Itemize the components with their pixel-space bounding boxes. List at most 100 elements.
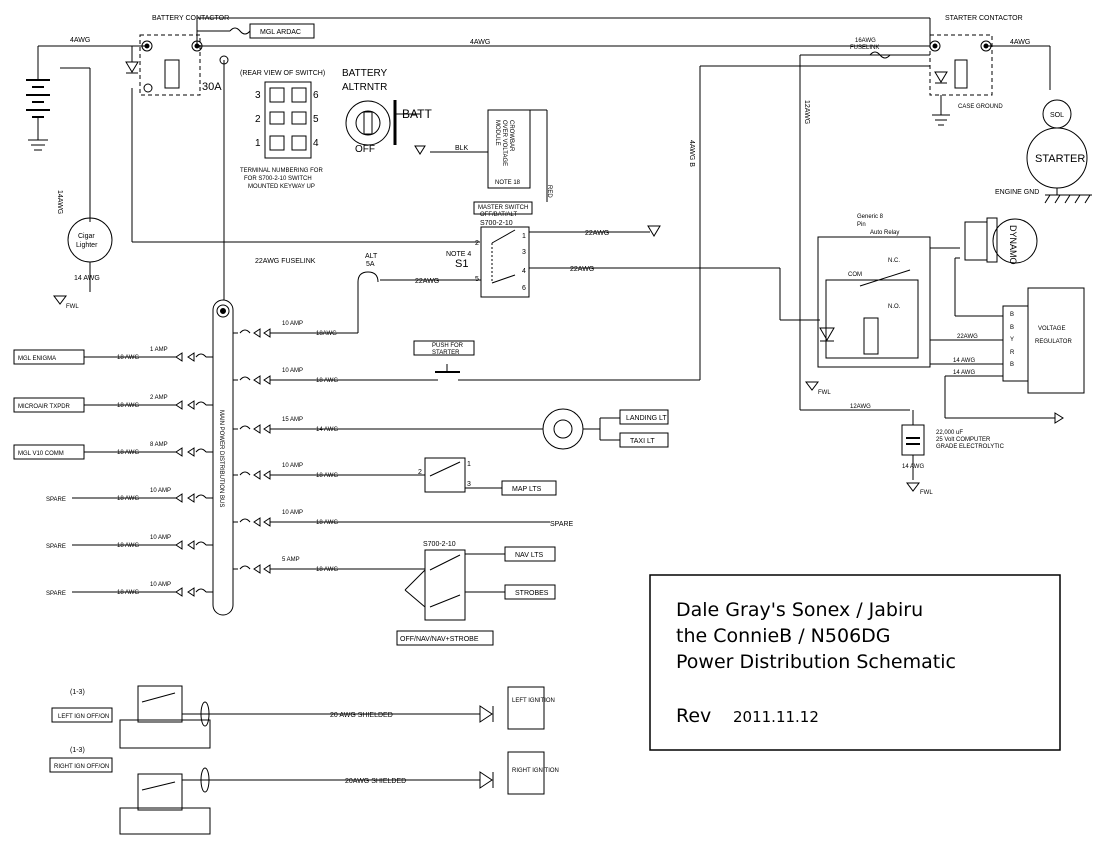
push-starter-1: PUSH FOR <box>432 343 464 349</box>
strobes-box <box>504 584 556 600</box>
right-amp-label: 10 AMP <box>282 463 303 469</box>
left-ign-switch <box>119 685 480 749</box>
taxi-lt-box <box>619 432 669 448</box>
vr-14awg-b: 14 AWG <box>953 370 975 376</box>
left-ign-box <box>51 707 113 723</box>
relay-coil <box>863 317 879 355</box>
breaker-icon <box>253 424 271 434</box>
nav-part: S700-2-10 <box>423 541 456 548</box>
breaker-icon <box>253 470 271 480</box>
left-wire-label: 18 AWG <box>117 543 139 549</box>
capacitor <box>901 424 925 456</box>
blk-wire: BLK <box>455 145 469 152</box>
vr-14awg-a: 14 AWG <box>953 358 975 364</box>
breaker-icon <box>175 587 195 597</box>
left-ignition-box <box>507 686 545 730</box>
batt-label: BATT <box>402 107 432 121</box>
altrntr-label: ALTRNTR <box>342 82 387 93</box>
auto-relay <box>817 236 931 368</box>
left-amp-label: 8 AMP <box>150 442 168 448</box>
nav-lts-box <box>504 546 556 562</box>
starter-contactor-label: STARTER CONTACTOR <box>945 15 1023 22</box>
right-ign-label: RIGHT IGN OFF/ON <box>54 764 109 770</box>
bus-stud <box>216 304 230 318</box>
right-wire-label: 18 AWG <box>316 567 338 573</box>
relay-t2: Pin <box>857 222 866 228</box>
cap-12awg: 12AWG <box>850 404 871 410</box>
left-amp-label: 2 AMP <box>150 395 168 401</box>
rev-label: Rev <box>676 705 711 727</box>
alt-amp: 5A <box>366 261 375 268</box>
breaker-icon <box>253 517 271 527</box>
relay-nc: N.C. <box>888 258 900 264</box>
cap-ground-icon <box>906 482 920 492</box>
fuselink-22: 22AWG FUSELINK <box>255 258 316 265</box>
rv-num-3: 3 <box>255 90 261 101</box>
left-wire-label: 18 AWG <box>117 450 139 456</box>
left-amp-label: 10 AMP <box>150 582 171 588</box>
map-switch <box>424 457 466 493</box>
push-starter-button <box>430 364 466 381</box>
map-pin-1: 1 <box>467 461 471 468</box>
cigar-lighter-label1: Cigar <box>78 233 95 240</box>
left-load-label: MICROAIR TXPDR <box>18 404 71 410</box>
fuse-icon <box>239 329 251 334</box>
cigar-lighter <box>67 217 113 263</box>
breaker-icon <box>175 447 195 457</box>
fuse-30a: 30A <box>202 81 222 93</box>
rv-num-4: 4 <box>313 138 319 149</box>
bus-label: MAIN POWER DISTRIBUTION BUS <box>218 410 224 507</box>
relay-no: N.O. <box>888 304 901 310</box>
starter-label: STARTER <box>1035 153 1085 165</box>
wire-4awg-b: 4AWG B <box>688 140 695 167</box>
rv-num-1: 1 <box>255 138 261 149</box>
ovm-line3: MODULE <box>494 120 500 146</box>
nav-switch-label-box <box>396 630 494 646</box>
top-wiring <box>37 17 1051 410</box>
master-pin-5: 5 <box>475 276 479 283</box>
vr-label-2: REGULATOR <box>1035 339 1072 345</box>
relay-com: COM <box>848 272 862 278</box>
engine-gnd-label: ENGINE GND <box>995 189 1039 196</box>
alt-breaker-icon <box>357 271 379 283</box>
rv-num-5: 5 <box>313 114 319 125</box>
title-block: Dale Gray's Sonex / Jabiru the ConnieB /… <box>649 574 1061 751</box>
right-amp-label: 5 AMP <box>282 557 300 563</box>
fuse-icon <box>195 541 207 546</box>
left-ign-diode-icon <box>479 705 493 723</box>
relay-t3: Auto Relay <box>870 230 899 236</box>
master-switch <box>480 226 530 298</box>
master-pin-4: 4 <box>522 268 526 275</box>
map-pin-3: 3 <box>467 481 471 488</box>
cigar-wire: 14AWG <box>56 190 63 214</box>
landing-lt-box <box>619 409 669 425</box>
landing-light-icon <box>542 408 584 450</box>
cigar-lighter-label2: Lighter <box>76 242 98 249</box>
cap-2: 25 Volt COMPUTER <box>936 437 991 443</box>
master-switch-title-box <box>473 201 533 215</box>
case-ground-label: CASE GROUND <box>958 104 1003 110</box>
right-circuit-row: 5 AMP 18 AWG <box>233 557 425 574</box>
right-amp-label: 10 AMP <box>282 368 303 374</box>
map-lts: MAP LTS <box>512 486 542 493</box>
left-ign-wire: 20 AWG SHIELDED <box>330 712 393 719</box>
battery-contactor <box>125 34 229 96</box>
vr-ground-icon <box>1054 412 1064 424</box>
fuselink-icon <box>869 51 891 59</box>
map-lts-box <box>501 480 557 496</box>
left-wire-label: 18 AWG <box>117 496 139 502</box>
fuse-icon <box>239 425 251 430</box>
note-18: NOTE 18 <box>495 180 521 186</box>
ovm-ground-icon <box>414 145 426 155</box>
fuse-icon <box>239 518 251 523</box>
rv-num-6: 6 <box>313 90 319 101</box>
map-pin-2: 2 <box>418 469 422 476</box>
